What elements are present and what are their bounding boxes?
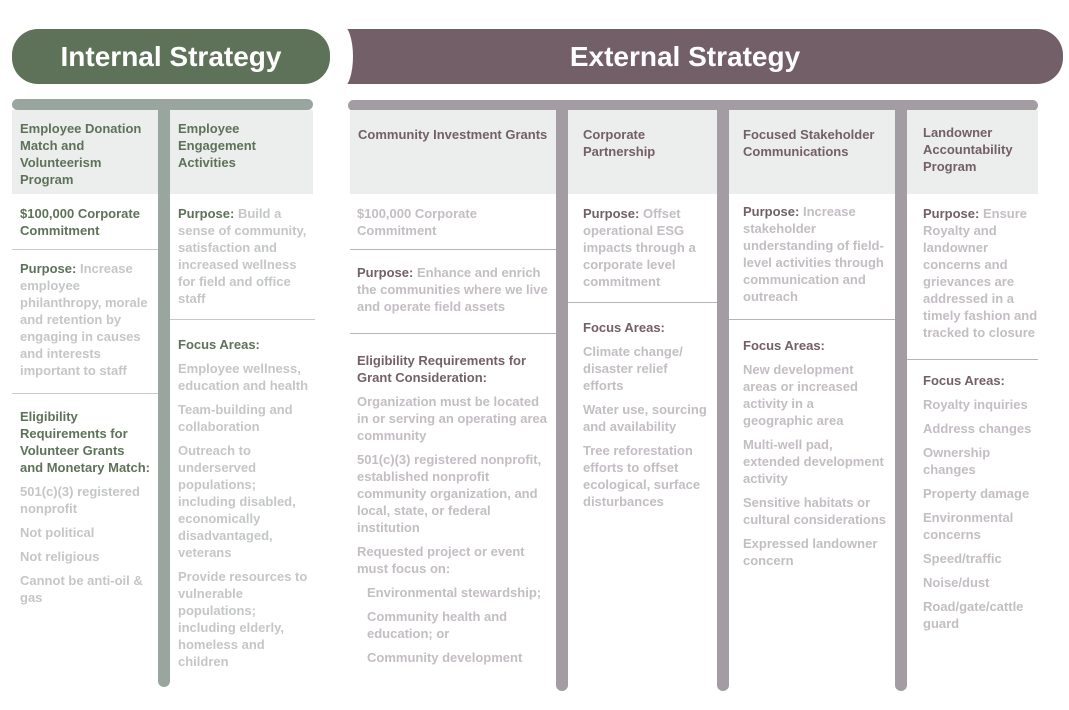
focus-label: Focus Areas: <box>923 373 1005 388</box>
program-community-grants: Community Investment Grants $100,000 Cor… <box>350 110 556 676</box>
focus-label: Focus Areas: <box>583 320 665 335</box>
external-connector-post-3 <box>895 108 907 691</box>
purpose-text: Ensure Royalty and landowner concerns an… <box>923 206 1038 340</box>
external-strategy-title: External Strategy <box>569 40 801 72</box>
focus-item: Multi-well pad, extended development act… <box>743 437 884 486</box>
purpose-section: Purpose: Offset operational ESG impacts … <box>568 194 717 303</box>
focus-item: Road/gate/cattle guard <box>923 599 1024 631</box>
eligibility-section: Eligibility Requirements for Volunteer G… <box>12 394 158 616</box>
program-donation-match: Employee Donation Match and Volunteerism… <box>12 110 158 616</box>
purpose-section: Purpose: Enhance and enrich the communit… <box>350 250 556 334</box>
focus-item: Environmental concerns <box>923 510 1014 542</box>
focus-section: Focus Areas: Employee wellness, educatio… <box>170 320 316 680</box>
focus-subitem: Community development <box>367 650 523 665</box>
purpose-text: Increase employee philanthropy, morale a… <box>20 261 148 378</box>
eligibility-item: Not political <box>20 525 95 540</box>
focus-item: Outreach to underserved populations; inc… <box>178 443 296 560</box>
focus-subitem: Community health and education; or <box>367 609 508 641</box>
eligibility-item: Organization must be located in or servi… <box>357 394 547 443</box>
program-title: Corporate Partnership <box>568 110 717 194</box>
purpose-label: Purpose: <box>583 206 640 221</box>
eligibility-item: Not religious <box>20 549 100 564</box>
purpose-text: Build a sense of community, satisfaction… <box>178 206 307 306</box>
focus-item: Property damage <box>923 486 1030 501</box>
purpose-label: Purpose: <box>923 206 980 221</box>
commitment-section: $100,000 Corporate Commitment <box>350 194 556 250</box>
program-title: Community Investment Grants <box>350 110 556 194</box>
eligibility-item: Cannot be anti-oil & gas <box>20 573 143 605</box>
eligibility-item: Requested project or event must focus on… <box>357 544 525 576</box>
focus-item: Water use, sourcing and availability <box>583 402 707 434</box>
purpose-label: Purpose: <box>20 261 77 276</box>
program-landowner-accountability: Landowner Accountability Program Purpose… <box>907 110 1038 642</box>
focus-item: Team-building and collaboration <box>178 402 293 434</box>
focus-section: Focus Areas: Royalty inquiries Address c… <box>907 360 1038 642</box>
purpose-text: Increase stakeholder understanding of fi… <box>743 204 884 304</box>
purpose-section: Purpose: Ensure Royalty and landowner co… <box>907 194 1038 360</box>
focus-label: Focus Areas: <box>743 338 825 353</box>
program-title: Employee Engagement Activities <box>170 110 313 194</box>
internal-strategy-banner: Internal Strategy <box>12 29 330 84</box>
purpose-label: Purpose: <box>743 204 800 219</box>
focus-item: Address changes <box>923 421 1032 436</box>
focus-item: Speed/traffic <box>923 551 1002 566</box>
focus-item: New development areas or increased activ… <box>743 362 858 428</box>
internal-connector-bar <box>12 99 313 110</box>
focus-item: Provide resources to vulnerable populati… <box>178 569 308 669</box>
eligibility-label: Eligibility Requirements for Volunteer G… <box>20 409 151 475</box>
program-engagement-activities: Employee Engagement Activities Purpose: … <box>170 110 316 680</box>
external-connector-post-1 <box>556 108 568 691</box>
purpose-label: Purpose: <box>357 265 414 280</box>
external-strategy-banner: External Strategy <box>331 25 1063 88</box>
focus-label: Focus Areas: <box>178 337 260 352</box>
program-title: Landowner Accountability Program <box>907 110 1038 194</box>
focus-section: Focus Areas: Climate change/ disaster re… <box>568 303 717 520</box>
focus-item: Expressed landowner concern <box>743 536 878 568</box>
program-corporate-partnership: Corporate Partnership Purpose: Offset op… <box>568 110 717 520</box>
internal-strategy-title: Internal Strategy <box>60 40 282 72</box>
commitment-text: $100,000 Corporate Commitment <box>20 206 140 238</box>
focus-subitem: Environmental stewardship; <box>367 585 542 600</box>
program-title: Employee Donation Match and Volunteerism… <box>12 110 158 194</box>
purpose-label: Purpose: <box>178 206 235 221</box>
commitment-section: $100,000 Corporate Commitment <box>12 194 158 250</box>
purpose-text: Enhance and enrich the communities where… <box>357 265 548 314</box>
eligibility-item: 501(c)(3) registered nonprofit, establis… <box>357 452 542 535</box>
program-stakeholder-communications: Focused Stakeholder Communications Purpo… <box>729 110 895 579</box>
external-connector-bar <box>348 100 1038 111</box>
focus-item: Tree reforestation efforts to offset eco… <box>583 443 701 509</box>
eligibility-item: 501(c)(3) registered nonprofit <box>20 484 140 516</box>
focus-item: Noise/dust <box>923 575 990 590</box>
focus-section: Focus Areas: New development areas or in… <box>729 320 895 579</box>
purpose-text: Offset operational ESG impacts through a… <box>583 206 696 289</box>
purpose-section: Purpose: Increase employee philanthropy,… <box>12 250 158 394</box>
program-title: Focused Stakeholder Communications <box>729 110 895 194</box>
focus-item: Climate change/ disaster relief efforts <box>583 344 683 393</box>
focus-item: Sensitive habitats or cultural considera… <box>743 495 887 527</box>
internal-connector-post <box>158 108 170 687</box>
purpose-section: Purpose: Build a sense of community, sat… <box>170 194 315 320</box>
eligibility-label: Eligibility Requirements for Grant Consi… <box>357 353 527 385</box>
focus-item: Employee wellness, education and health <box>178 361 309 393</box>
commitment-text: $100,000 Corporate Commitment <box>357 206 477 238</box>
focus-item: Ownership changes <box>923 445 991 477</box>
focus-item: Royalty inquiries <box>923 397 1028 412</box>
external-connector-post-2 <box>717 108 729 691</box>
purpose-section: Purpose: Increase stakeholder understand… <box>729 194 895 320</box>
eligibility-section: Eligibility Requirements for Grant Consi… <box>350 334 556 676</box>
